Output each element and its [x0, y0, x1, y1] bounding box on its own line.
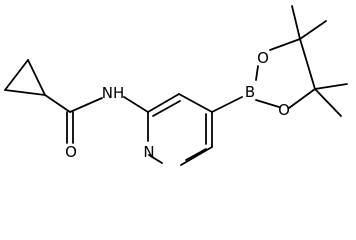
oxygen-bottom-label: O	[278, 101, 290, 119]
aryl-boron-bond	[211, 96, 243, 113]
pyridine-ring	[147, 93, 213, 166]
nh-label: NH	[102, 84, 125, 102]
amide-group	[44, 94, 149, 144]
carbonyl-oxygen-label: O	[65, 143, 77, 161]
oxygen-top-label: O	[257, 49, 269, 67]
methyl-groups	[291, 5, 348, 117]
cyclopropyl-ring	[4, 59, 46, 96]
dioxaborolane-ring	[255, 38, 316, 109]
boron-label: B	[245, 83, 255, 101]
pyridine-nitrogen-label: N	[143, 143, 154, 161]
molecule-drawing: NH B O O O N	[4, 5, 348, 166]
structure-diagram: NH B O O O N	[4, 5, 348, 166]
